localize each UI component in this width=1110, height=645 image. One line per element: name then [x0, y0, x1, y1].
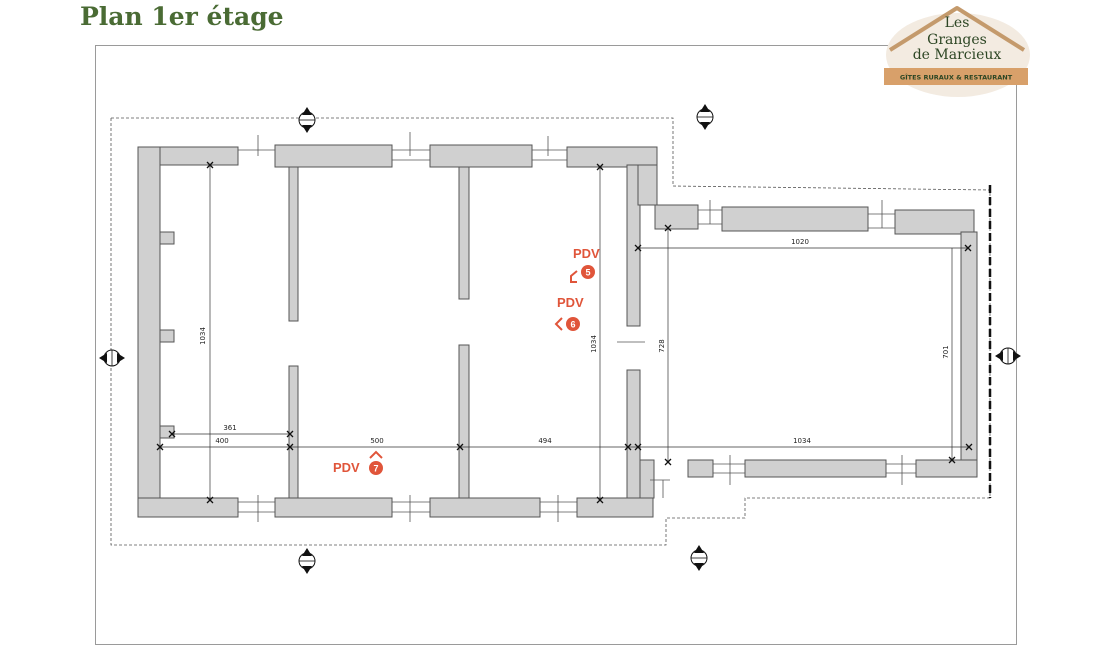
dimension-lines	[160, 165, 970, 500]
roof-outline	[110, 117, 991, 546]
svg-text:PDV: PDV	[333, 460, 360, 475]
dim-1034-bottom: 1034	[793, 437, 811, 445]
svg-text:PDV: PDV	[557, 295, 584, 310]
svg-text:de Marcieux: de Marcieux	[913, 47, 1002, 63]
svg-text:7: 7	[373, 464, 378, 474]
svg-text:GÎTES RURAUX & RESTAURANT: GÎTES RURAUX & RESTAURANT	[900, 73, 1013, 82]
section-marker-right	[995, 347, 1021, 365]
dim-500: 500	[370, 437, 383, 445]
dim-701: 701	[942, 345, 950, 358]
page-title: Plan 1er étage	[80, 2, 284, 31]
dim-361: 361	[223, 424, 236, 432]
roof-icon	[888, 6, 1026, 52]
dim-1034-mid: 1034	[590, 335, 598, 353]
dim-1020: 1020	[791, 238, 809, 246]
dim-1034-left: 1034	[199, 327, 207, 345]
svg-text:6: 6	[570, 320, 575, 330]
svg-text:Granges: Granges	[927, 32, 987, 48]
section-marker-top-left	[298, 107, 316, 133]
dimension-ticks	[156, 161, 973, 504]
view-arrow-icon	[554, 317, 563, 331]
dim-400: 400	[215, 437, 228, 445]
svg-text:Les: Les	[945, 15, 970, 31]
viewpoint-7: PDV 7	[333, 450, 383, 475]
walls	[137, 144, 978, 518]
section-marker-top-right	[696, 104, 714, 130]
svg-text:PDV: PDV	[573, 246, 600, 261]
viewpoint-5: PDV 5	[570, 246, 600, 283]
svg-text:5: 5	[585, 268, 590, 278]
openings	[238, 132, 916, 522]
logo: Les Granges de Marcieux GÎTES RURAUX & R…	[884, 6, 1030, 97]
view-arrow-icon	[570, 270, 578, 283]
section-marker-bottom-right	[690, 545, 708, 571]
floor-plan: 361 400 500 494 1034 1020 1034 1034 728 …	[99, 6, 1030, 574]
section-marker-left	[99, 349, 125, 367]
view-arrow-icon	[369, 450, 383, 459]
dim-494: 494	[538, 437, 552, 445]
viewpoint-6: PDV 6	[554, 295, 584, 331]
section-marker-bottom-left	[298, 548, 316, 574]
dim-728: 728	[658, 339, 666, 352]
